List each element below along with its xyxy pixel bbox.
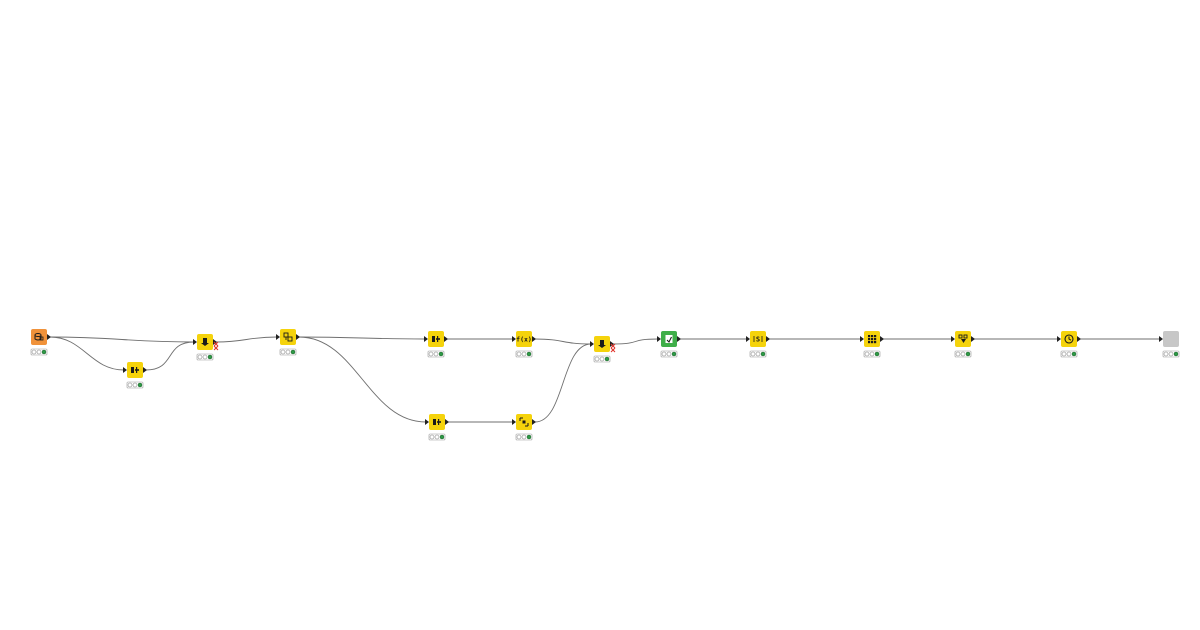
connection-n4-n7[interactable] [298,336,427,423]
node-status-indicator [863,350,881,358]
output-port-n9[interactable] [610,341,614,347]
column-filter-icon [433,419,441,425]
node-status-indicator [954,350,972,358]
svg-text:S: S [756,336,760,344]
column-resorter-icon [519,417,529,427]
input-port-n13[interactable] [951,336,955,342]
connection-n1-n2[interactable] [49,336,125,371]
database-reader-icon [34,333,44,341]
output-port-n8[interactable] [532,419,536,425]
node-n5[interactable] [424,331,448,358]
inactive-port-icon [213,345,219,351]
joiner-icon [598,340,606,348]
inactive-port-icon [610,347,616,353]
output-port-n2[interactable] [143,367,147,373]
node-status-indicator [1162,350,1180,358]
node-body-n6[interactable] [516,331,532,347]
node-n11[interactable]: S [746,331,770,358]
node-n9[interactable] [590,336,616,363]
node-body-n15[interactable] [1163,331,1179,347]
rule-engine-icon [283,332,293,342]
input-port-n9[interactable] [590,341,594,347]
node-body-n11[interactable] [750,331,766,347]
input-port-n15[interactable] [1159,336,1163,342]
connection-n4-n5[interactable] [298,336,426,340]
node-n4[interactable] [276,329,300,356]
node-n6[interactable]: f(x) [512,331,536,358]
node-n14[interactable] [1057,331,1081,358]
node-n2[interactable] [123,362,147,389]
output-port-n4[interactable] [296,334,300,340]
connection-n6-n9[interactable] [534,338,592,345]
node-status-indicator [515,350,533,358]
input-port-n2[interactable] [123,367,127,373]
node-body-n1[interactable] [31,329,47,345]
connection-n8-n9[interactable] [534,343,592,423]
connection-n9-n10[interactable] [612,338,659,345]
input-port-n12[interactable] [860,336,864,342]
input-port-n11[interactable] [746,336,750,342]
output-port-n13[interactable] [971,336,975,342]
column-filter-icon [131,367,139,373]
node-status-indicator [515,433,533,441]
node-status-indicator [126,381,144,389]
joiner-icon [201,338,209,346]
node-status-indicator [660,350,678,358]
connection-n1-n3[interactable] [49,336,195,343]
node-status-indicator [30,348,48,356]
input-port-n7[interactable] [425,419,429,425]
node-status-indicator [196,353,214,361]
svg-text:f(x): f(x) [516,336,532,344]
input-port-n3[interactable] [193,339,197,345]
output-port-n1[interactable] [47,334,51,340]
output-port-n5[interactable] [444,336,448,342]
inactive-port-icon [213,341,219,347]
input-port-n8[interactable] [512,419,516,425]
node-status-indicator [593,355,611,363]
node-n15[interactable] [1159,331,1180,358]
connection-layer [49,336,1160,423]
input-port-n14[interactable] [1057,336,1061,342]
node-status-indicator [279,348,297,356]
node-n13[interactable] [951,331,975,358]
node-n12[interactable] [860,331,884,358]
node-status-indicator [428,433,446,441]
pivot-icon [868,335,877,344]
node-n3[interactable] [193,334,219,361]
chunk-loop-start-icon [665,335,673,343]
node-status-indicator [749,350,767,358]
node-status-indicator [427,350,445,358]
inactive-port-icon [610,343,616,349]
input-port-n6[interactable] [512,336,516,342]
node-n1[interactable] [30,329,51,356]
node-status-indicator [1060,350,1078,358]
string-manipulation-icon: S [753,336,763,344]
connection-n2-n3[interactable] [145,341,195,371]
output-port-n6[interactable] [532,336,536,342]
input-port-n10[interactable] [657,336,661,342]
column-filter-icon [432,336,440,342]
output-port-n14[interactable] [1077,336,1081,342]
output-port-n12[interactable] [880,336,884,342]
node-n8[interactable] [512,414,536,441]
connection-n3-n4[interactable] [215,336,278,343]
node-n10[interactable] [657,331,681,358]
output-port-n10[interactable] [677,336,681,342]
math-formula-icon: f(x) [516,336,532,344]
node-layer: f(x) S [30,329,1180,441]
date-time-icon [1064,334,1074,344]
input-port-n4[interactable] [276,334,280,340]
output-port-n11[interactable] [766,336,770,342]
row-filter-icon [958,334,968,343]
output-port-n7[interactable] [445,419,449,425]
output-port-n3[interactable] [213,339,217,345]
node-n7[interactable] [425,414,449,441]
input-port-n5[interactable] [424,336,428,342]
